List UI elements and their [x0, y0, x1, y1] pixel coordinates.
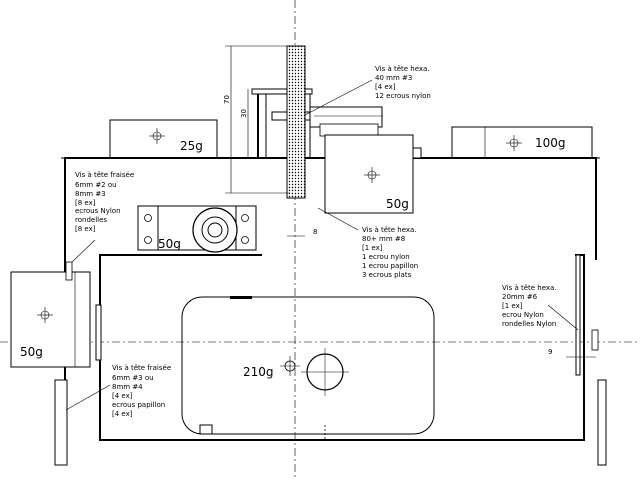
dimension-lines [225, 45, 596, 358]
dimension-right-gap: 9 [548, 348, 552, 356]
pulley-assembly [137, 205, 257, 253]
motor-box-50g [324, 134, 414, 214]
left-box-50g [10, 271, 91, 368]
left-posts [54, 261, 102, 466]
cg-marker-left [37, 307, 53, 323]
right-post [575, 254, 607, 466]
weight-label-pulley: 50g [158, 237, 181, 251]
cg-marker-25g [149, 128, 165, 144]
dimension-shaft-gap: 8 [313, 228, 317, 236]
leader-lines [65, 79, 579, 411]
weight-label-left-top: 25g [180, 139, 203, 153]
plate-tab [199, 424, 213, 435]
box-25g [109, 119, 218, 159]
inner-box [99, 254, 585, 441]
inner-box-outline [99, 254, 585, 441]
vertical-shaft [286, 45, 306, 199]
annotation-right-screw: Vis à tête hexa. 20mm #6 [1 ex] ecrou Ny… [502, 284, 559, 328]
weight-label-motor: 50g [386, 197, 409, 211]
cg-marker-motor [364, 167, 380, 183]
cg-marker-100g [506, 135, 522, 151]
annotation-top-screw: Vis à tête hexa. 40 mm #3 [4 ex] 12 ecro… [375, 65, 432, 100]
plate-notch [230, 296, 252, 299]
weight-label-main: 210g [243, 365, 274, 379]
annotation-bottom-left-screw: Vis à tête fraisée 6mm #3 ou 8mm #4 [4 e… [112, 364, 173, 418]
dimension-height-inner: 30 [240, 109, 248, 118]
weight-label-left-side: 50g [20, 345, 43, 359]
weight-label-right-top: 100g [535, 136, 566, 150]
dimension-height-outer: 70 [223, 95, 231, 104]
annotation-center-screw: Vis à tête hexa. 80+ mm #8 [1 ex] 1 ecro… [362, 226, 420, 279]
annotation-left-screw: Vis à tête fraisée 6mm #2 ou 8mm #3 [8 e… [75, 171, 136, 233]
main-plate [181, 296, 435, 435]
box-100g [451, 126, 593, 159]
